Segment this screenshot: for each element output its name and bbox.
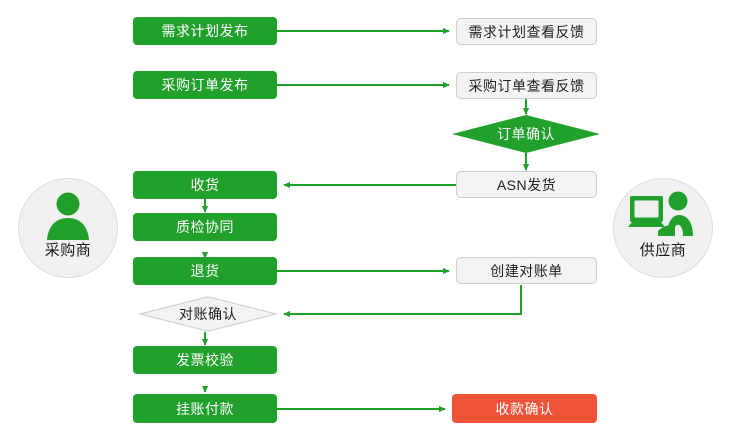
node-asn-ship[interactable]: ASN发货 (456, 171, 597, 198)
edge-create-statement-to-statement-confirm (283, 285, 522, 318)
node-return-goods-label: 退货 (190, 263, 220, 279)
node-create-statement[interactable]: 创建对账单 (456, 257, 597, 284)
person-icon (19, 191, 117, 246)
node-receive-goods-label: 收货 (190, 177, 220, 193)
node-return-goods[interactable]: 退货 (133, 257, 277, 285)
node-quality-collab-label: 质检协同 (176, 219, 234, 235)
node-order-confirm-label: 订单确认 (497, 126, 555, 142)
node-receive-goods[interactable]: 收货 (133, 171, 277, 199)
node-po-feedback-label: 采购订单查看反馈 (468, 77, 585, 94)
node-demand-plan-feedback-label: 需求计划查看反馈 (468, 23, 585, 40)
node-asn-ship-label: ASN发货 (496, 176, 557, 193)
node-order-confirm[interactable]: 订单确认 (452, 115, 600, 153)
node-statement-confirm[interactable]: 对账确认 (139, 296, 277, 332)
node-demand-plan-publish[interactable]: 需求计划发布 (133, 17, 277, 45)
actor-buyer[interactable]: 采购商 (18, 178, 118, 278)
node-create-statement-label: 创建对账单 (490, 262, 563, 279)
node-payable-payment[interactable]: 挂账付款 (133, 394, 277, 423)
node-po-publish[interactable]: 采购订单发布 (133, 71, 277, 99)
node-receipt-confirm[interactable]: 收款确认 (452, 394, 597, 423)
person-at-computer-icon (614, 191, 712, 246)
node-statement-confirm-label: 对账确认 (179, 306, 237, 322)
node-demand-plan-publish-label: 需求计划发布 (161, 23, 249, 39)
node-po-publish-label: 采购订单发布 (161, 77, 249, 93)
node-demand-plan-feedback[interactable]: 需求计划查看反馈 (456, 18, 597, 45)
node-invoice-check[interactable]: 发票校验 (133, 346, 277, 374)
node-po-feedback[interactable]: 采购订单查看反馈 (456, 72, 597, 99)
actor-supplier[interactable]: 供应商 (613, 178, 713, 278)
node-invoice-check-label: 发票校验 (176, 352, 234, 368)
node-quality-collab[interactable]: 质检协同 (133, 213, 277, 241)
actor-supplier-label: 供应商 (639, 242, 687, 259)
actor-buyer-label: 采购商 (44, 242, 92, 259)
node-payable-payment-label: 挂账付款 (176, 400, 234, 417)
node-receipt-confirm-label: 收款确认 (495, 400, 554, 417)
